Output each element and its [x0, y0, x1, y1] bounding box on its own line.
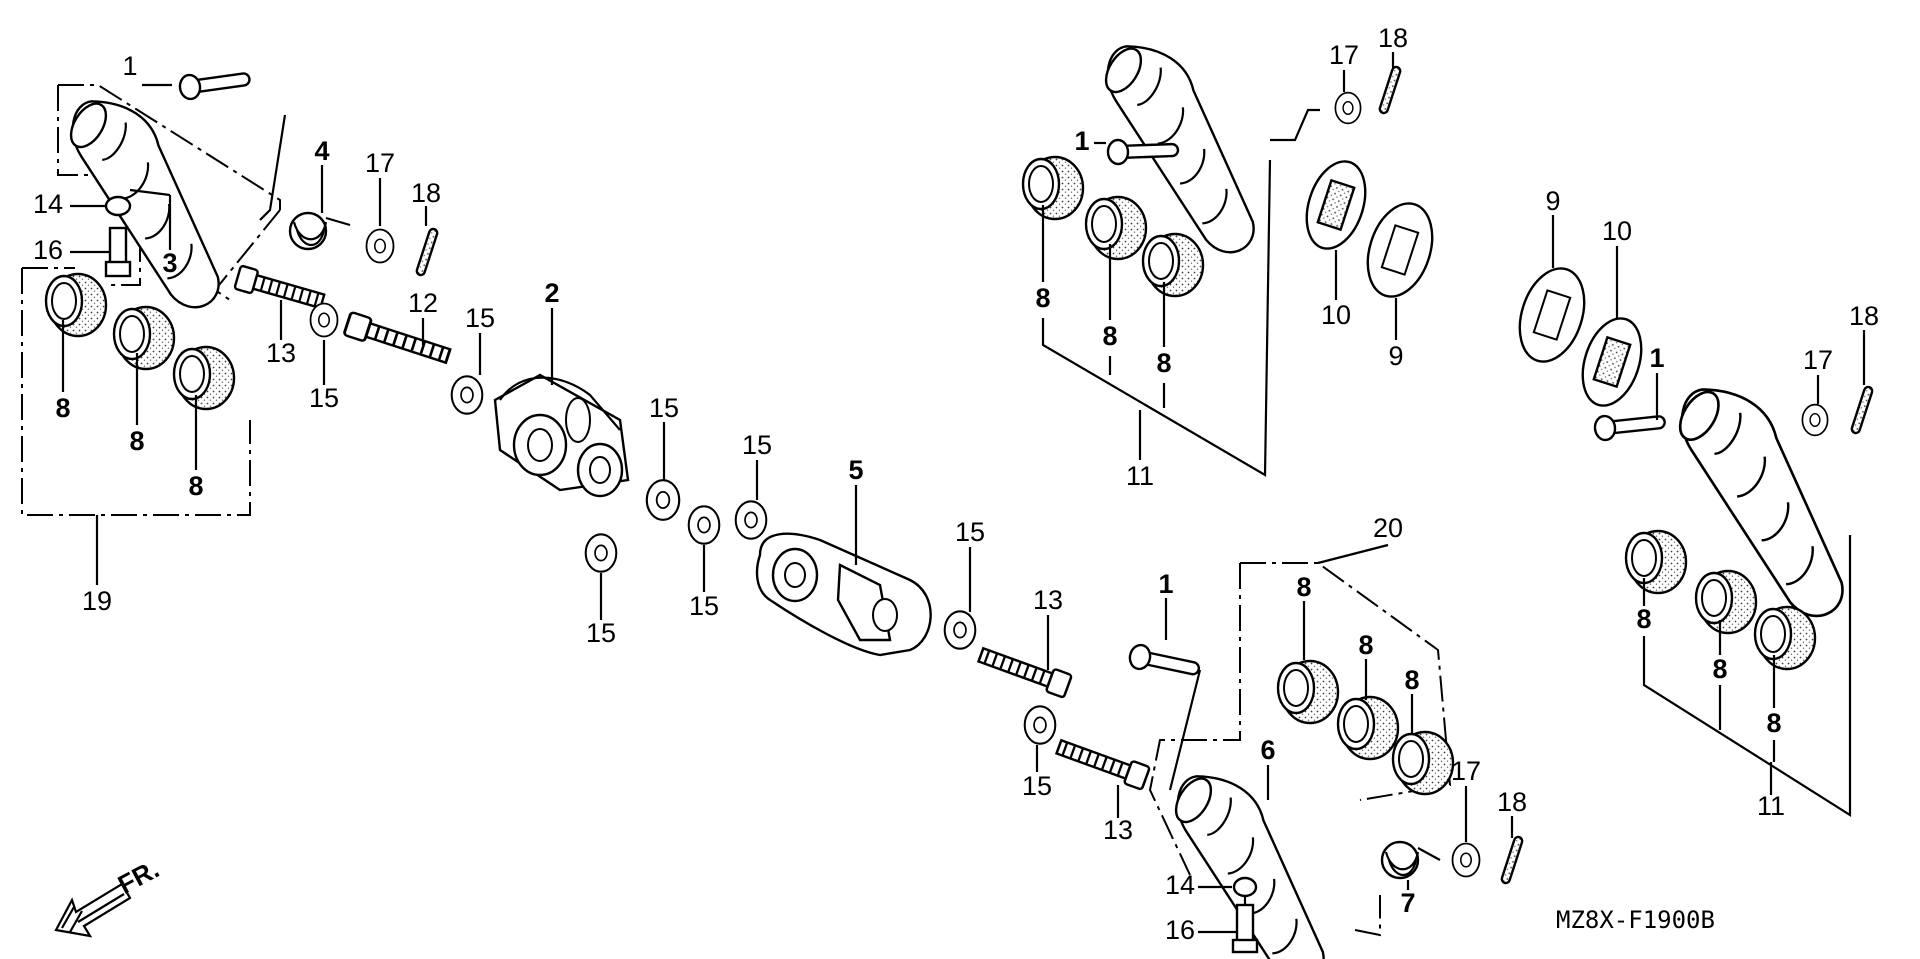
callout-c6: 6 — [1260, 735, 1275, 765]
front-direction-arrow: FR. — [54, 854, 164, 938]
callout-c14a: 14 — [33, 189, 63, 219]
callout-c13b: 13 — [1033, 585, 1063, 615]
callout-c2: 2 — [544, 278, 559, 308]
callout-c8h: 8 — [1102, 321, 1117, 351]
callout-c8b: 8 — [129, 426, 144, 456]
callout-c19: 19 — [82, 586, 112, 616]
callout-c1b: 1 — [1158, 569, 1173, 599]
callout-c8g: 8 — [1035, 283, 1050, 313]
group-lower-center-hardware — [943, 547, 1152, 818]
callout-c8i: 8 — [1156, 348, 1171, 378]
callout-c11b: 11 — [1757, 791, 1785, 821]
callout-c9b: 9 — [1545, 186, 1560, 216]
callout-c15g: 15 — [689, 591, 719, 621]
callout-c15a: 15 — [465, 303, 495, 333]
callout-c7: 7 — [1400, 888, 1415, 918]
callout-c17d: 17 — [1803, 345, 1833, 375]
callout-c3: 3 — [162, 248, 177, 278]
callout-c5: 5 — [848, 455, 863, 485]
callout-c17c: 17 — [1329, 40, 1359, 70]
callout-c8e: 8 — [1358, 630, 1373, 660]
callout-c13c: 13 — [1103, 815, 1133, 845]
group-left-center-hardware — [233, 264, 484, 415]
callout-c18a: 18 — [411, 178, 441, 208]
callout-c15b: 15 — [309, 383, 339, 413]
callout-c9a: 9 — [1388, 341, 1403, 371]
callout-c15f: 15 — [586, 618, 616, 648]
callout-c8j: 8 — [1636, 604, 1651, 634]
callout-c1d: 1 — [1649, 343, 1664, 373]
callout-c17a: 17 — [365, 148, 395, 178]
callout-c18b: 18 — [1497, 787, 1527, 817]
bracket-2 — [493, 308, 630, 498]
callout-c8k: 8 — [1712, 654, 1727, 684]
callout-c15h: 15 — [1022, 771, 1052, 801]
callout-c20: 20 — [1373, 513, 1403, 543]
callout-c10b: 10 — [1602, 216, 1632, 246]
group-upper-right-center — [1021, 30, 1434, 477]
callout-c1c: 1 — [1074, 126, 1089, 156]
group-center-washers — [584, 422, 768, 620]
group-lower-right — [1123, 543, 1525, 959]
callout-c8f: 8 — [1404, 665, 1419, 695]
group-upper-left — [18, 65, 440, 585]
callout-c8c: 8 — [188, 471, 203, 501]
callout-c1a: 1 — [122, 51, 137, 81]
callout-c10a: 10 — [1321, 300, 1351, 330]
callout-c18c: 18 — [1378, 23, 1408, 53]
bracket-5 — [755, 485, 932, 657]
callout-c12: 12 — [408, 288, 438, 318]
group-right — [1518, 215, 1906, 817]
callout-c14b: 14 — [1165, 870, 1195, 900]
callout-c13a: 13 — [266, 338, 296, 368]
callout-c16b: 16 — [1165, 915, 1195, 945]
callout-c8l: 8 — [1766, 708, 1781, 738]
callout-c15d: 15 — [742, 430, 772, 460]
diagram-code: MZ8X-F1900B — [1556, 906, 1715, 934]
callout-c16a: 16 — [33, 235, 63, 265]
callout-c4: 4 — [314, 136, 329, 166]
callout-c8d: 8 — [1296, 572, 1311, 602]
callout-c11a: 11 — [1126, 461, 1154, 491]
callout-c17b: 17 — [1451, 756, 1481, 786]
callout-c15c: 15 — [649, 393, 679, 423]
callout-c18d: 18 — [1849, 301, 1879, 331]
callout-c8a: 8 — [55, 393, 70, 423]
callout-c15e: 15 — [955, 517, 985, 547]
